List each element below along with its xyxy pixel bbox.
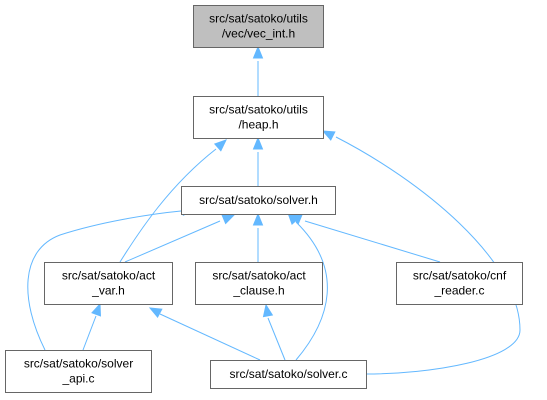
edge-line bbox=[295, 221, 328, 361]
arrowhead-icon bbox=[262, 303, 274, 318]
edge-cnf-reader-to-solver-h bbox=[288, 214, 441, 263]
node-solver-h[interactable]: src/sat/satoko/solver.h bbox=[181, 186, 336, 215]
node-box bbox=[193, 5, 324, 48]
node-box bbox=[195, 262, 323, 305]
node-label-line: _clause.h bbox=[232, 284, 284, 298]
node-label-line: /heap.h bbox=[238, 118, 278, 132]
edge-line bbox=[124, 220, 221, 263]
arrowhead-icon bbox=[221, 214, 236, 225]
node-vec-int-h[interactable]: src/sat/satoko/utils/vec/vec_int.h bbox=[193, 5, 324, 48]
nodes-layer: src/sat/satoko/utils/vec/vec_int.hsrc/sa… bbox=[5, 5, 523, 393]
arrowhead-icon bbox=[148, 307, 163, 319]
edge-solver-c-to-solver-h bbox=[287, 212, 328, 361]
edge-solver-c-to-act-var bbox=[148, 307, 261, 361]
arrowhead-icon bbox=[252, 212, 264, 226]
node-label-line: src/sat/satoko/solver.h bbox=[199, 193, 318, 207]
arrowhead-icon bbox=[287, 212, 300, 226]
arrowhead-icon bbox=[321, 130, 336, 141]
edge-line bbox=[27, 210, 182, 351]
edge-solver-c-to-heap bbox=[321, 130, 521, 375]
edge-line bbox=[304, 220, 441, 263]
edge-line bbox=[82, 315, 97, 351]
edge-act-var-to-heap bbox=[119, 139, 227, 263]
edge-act-clause-to-solver-h bbox=[252, 212, 264, 262]
edge-act-var-to-solver-h bbox=[124, 214, 236, 263]
node-label-line: _var.h bbox=[91, 284, 125, 298]
node-solver-c[interactable]: src/sat/satoko/solver.c bbox=[210, 360, 367, 389]
arrowhead-icon bbox=[91, 302, 101, 317]
arrowhead-icon bbox=[213, 139, 227, 152]
node-box bbox=[5, 350, 152, 393]
node-act-clause-h[interactable]: src/sat/satoko/act_clause.h bbox=[195, 262, 323, 305]
node-box bbox=[396, 262, 523, 305]
node-box bbox=[181, 186, 336, 215]
node-heap-h[interactable]: src/sat/satoko/utils/heap.h bbox=[193, 96, 324, 139]
node-label-line: src/sat/satoko/utils bbox=[209, 103, 308, 117]
node-act-var-h[interactable]: src/sat/satoko/act_var.h bbox=[44, 262, 173, 305]
edge-solver-api-to-act-var bbox=[82, 302, 101, 351]
node-solver-api-c[interactable]: src/sat/satoko/solver_api.c bbox=[5, 350, 152, 393]
edge-line bbox=[267, 317, 286, 361]
node-label-line: src/sat/satoko/act bbox=[212, 269, 306, 283]
node-box bbox=[44, 262, 173, 305]
arrowhead-icon bbox=[252, 136, 264, 150]
arrowhead-icon bbox=[252, 45, 264, 59]
node-label-line: src/sat/satoko/solver.c bbox=[229, 367, 347, 381]
edge-line bbox=[335, 136, 521, 375]
node-label-line: src/sat/satoko/cnf bbox=[413, 269, 507, 283]
edge-line bbox=[119, 148, 217, 263]
node-label-line: src/sat/satoko/solver bbox=[24, 357, 133, 371]
node-label-line: src/sat/satoko/utils bbox=[209, 12, 308, 26]
edge-heap-to-vec-int bbox=[252, 45, 264, 96]
node-label-line: src/sat/satoko/act bbox=[62, 269, 156, 283]
node-label-line: _reader.c bbox=[433, 284, 484, 298]
edge-solver-c-to-act-clause bbox=[262, 303, 286, 361]
node-box bbox=[210, 360, 367, 389]
edge-line bbox=[159, 313, 261, 361]
node-label-line: _api.c bbox=[61, 372, 94, 386]
node-label-line: /vec/vec_int.h bbox=[222, 27, 295, 41]
node-box bbox=[193, 96, 324, 139]
edge-solver-h-to-heap bbox=[252, 136, 264, 186]
node-cnf-reader-c[interactable]: src/sat/satoko/cnf_reader.c bbox=[396, 262, 523, 305]
